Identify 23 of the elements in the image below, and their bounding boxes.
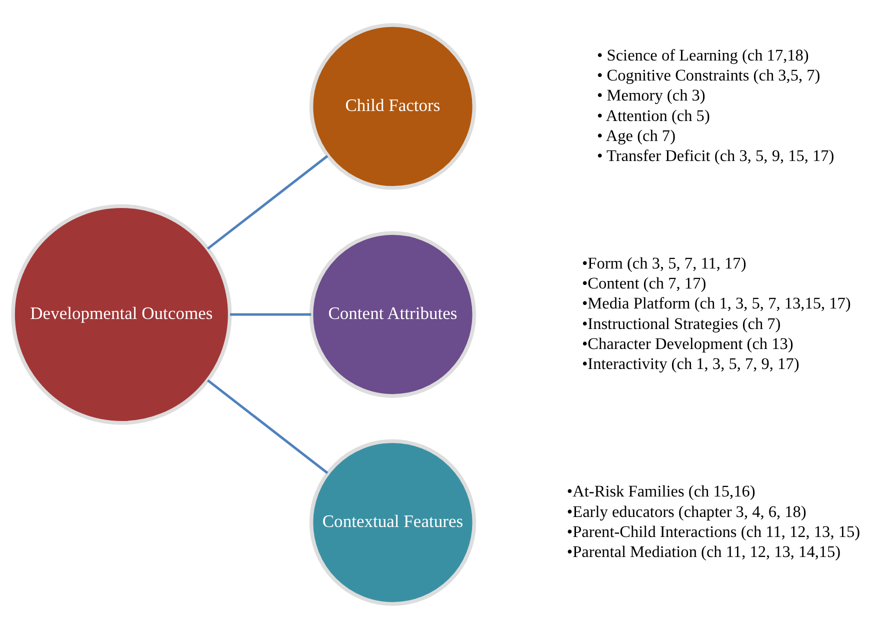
node-label: •Parent-Child Interactions (ch 11, 12, 13, 15) xyxy=(566,521,860,540)
node-label: •Parental Mediation (ch 11, 12, 13, 14,15) xyxy=(566,541,841,560)
node-label: • Memory (ch 3) xyxy=(597,85,706,104)
node-circle: Child Factors xyxy=(309,22,476,190)
node-label: •Early educators (chapter 3, 4, 6, 18) xyxy=(566,501,806,520)
node-label: •Content (ch 7, 17) xyxy=(582,273,706,292)
node-label: •Form (ch 3, 5, 7, 11, 17) xyxy=(582,253,746,272)
node-label: • Science of Learning (ch 17,18) xyxy=(597,45,809,64)
node-label: •Instructional Strategies (ch 7) xyxy=(582,313,781,332)
node-label: •Character Development (ch 13) xyxy=(582,333,794,352)
node-circle: Content Attributes xyxy=(309,230,476,398)
node-label: •Media Platform (ch 1, 3, 5, 7, 13,15, 17) xyxy=(582,293,851,312)
node-label: • Transfer Deficit (ch 3, 5, 9, 15, 17) xyxy=(597,145,834,164)
node-label: • Age (ch 7) xyxy=(597,125,676,144)
node-label: •Interactivity (ch 1, 3, 5, 7, 9, 17) xyxy=(582,353,800,372)
node-label: •At-Risk Families (ch 15,16) xyxy=(566,481,756,500)
node-circle: Contextual Features xyxy=(309,438,476,606)
connector xyxy=(230,312,312,316)
connector xyxy=(206,378,328,474)
node-label: • Cognitive Constraints (ch 3,5, 7) xyxy=(597,65,820,84)
node-circle: Developmental Outcomes xyxy=(11,204,232,424)
node-label: • Attention (ch 5) xyxy=(597,105,710,124)
connector xyxy=(206,154,328,250)
